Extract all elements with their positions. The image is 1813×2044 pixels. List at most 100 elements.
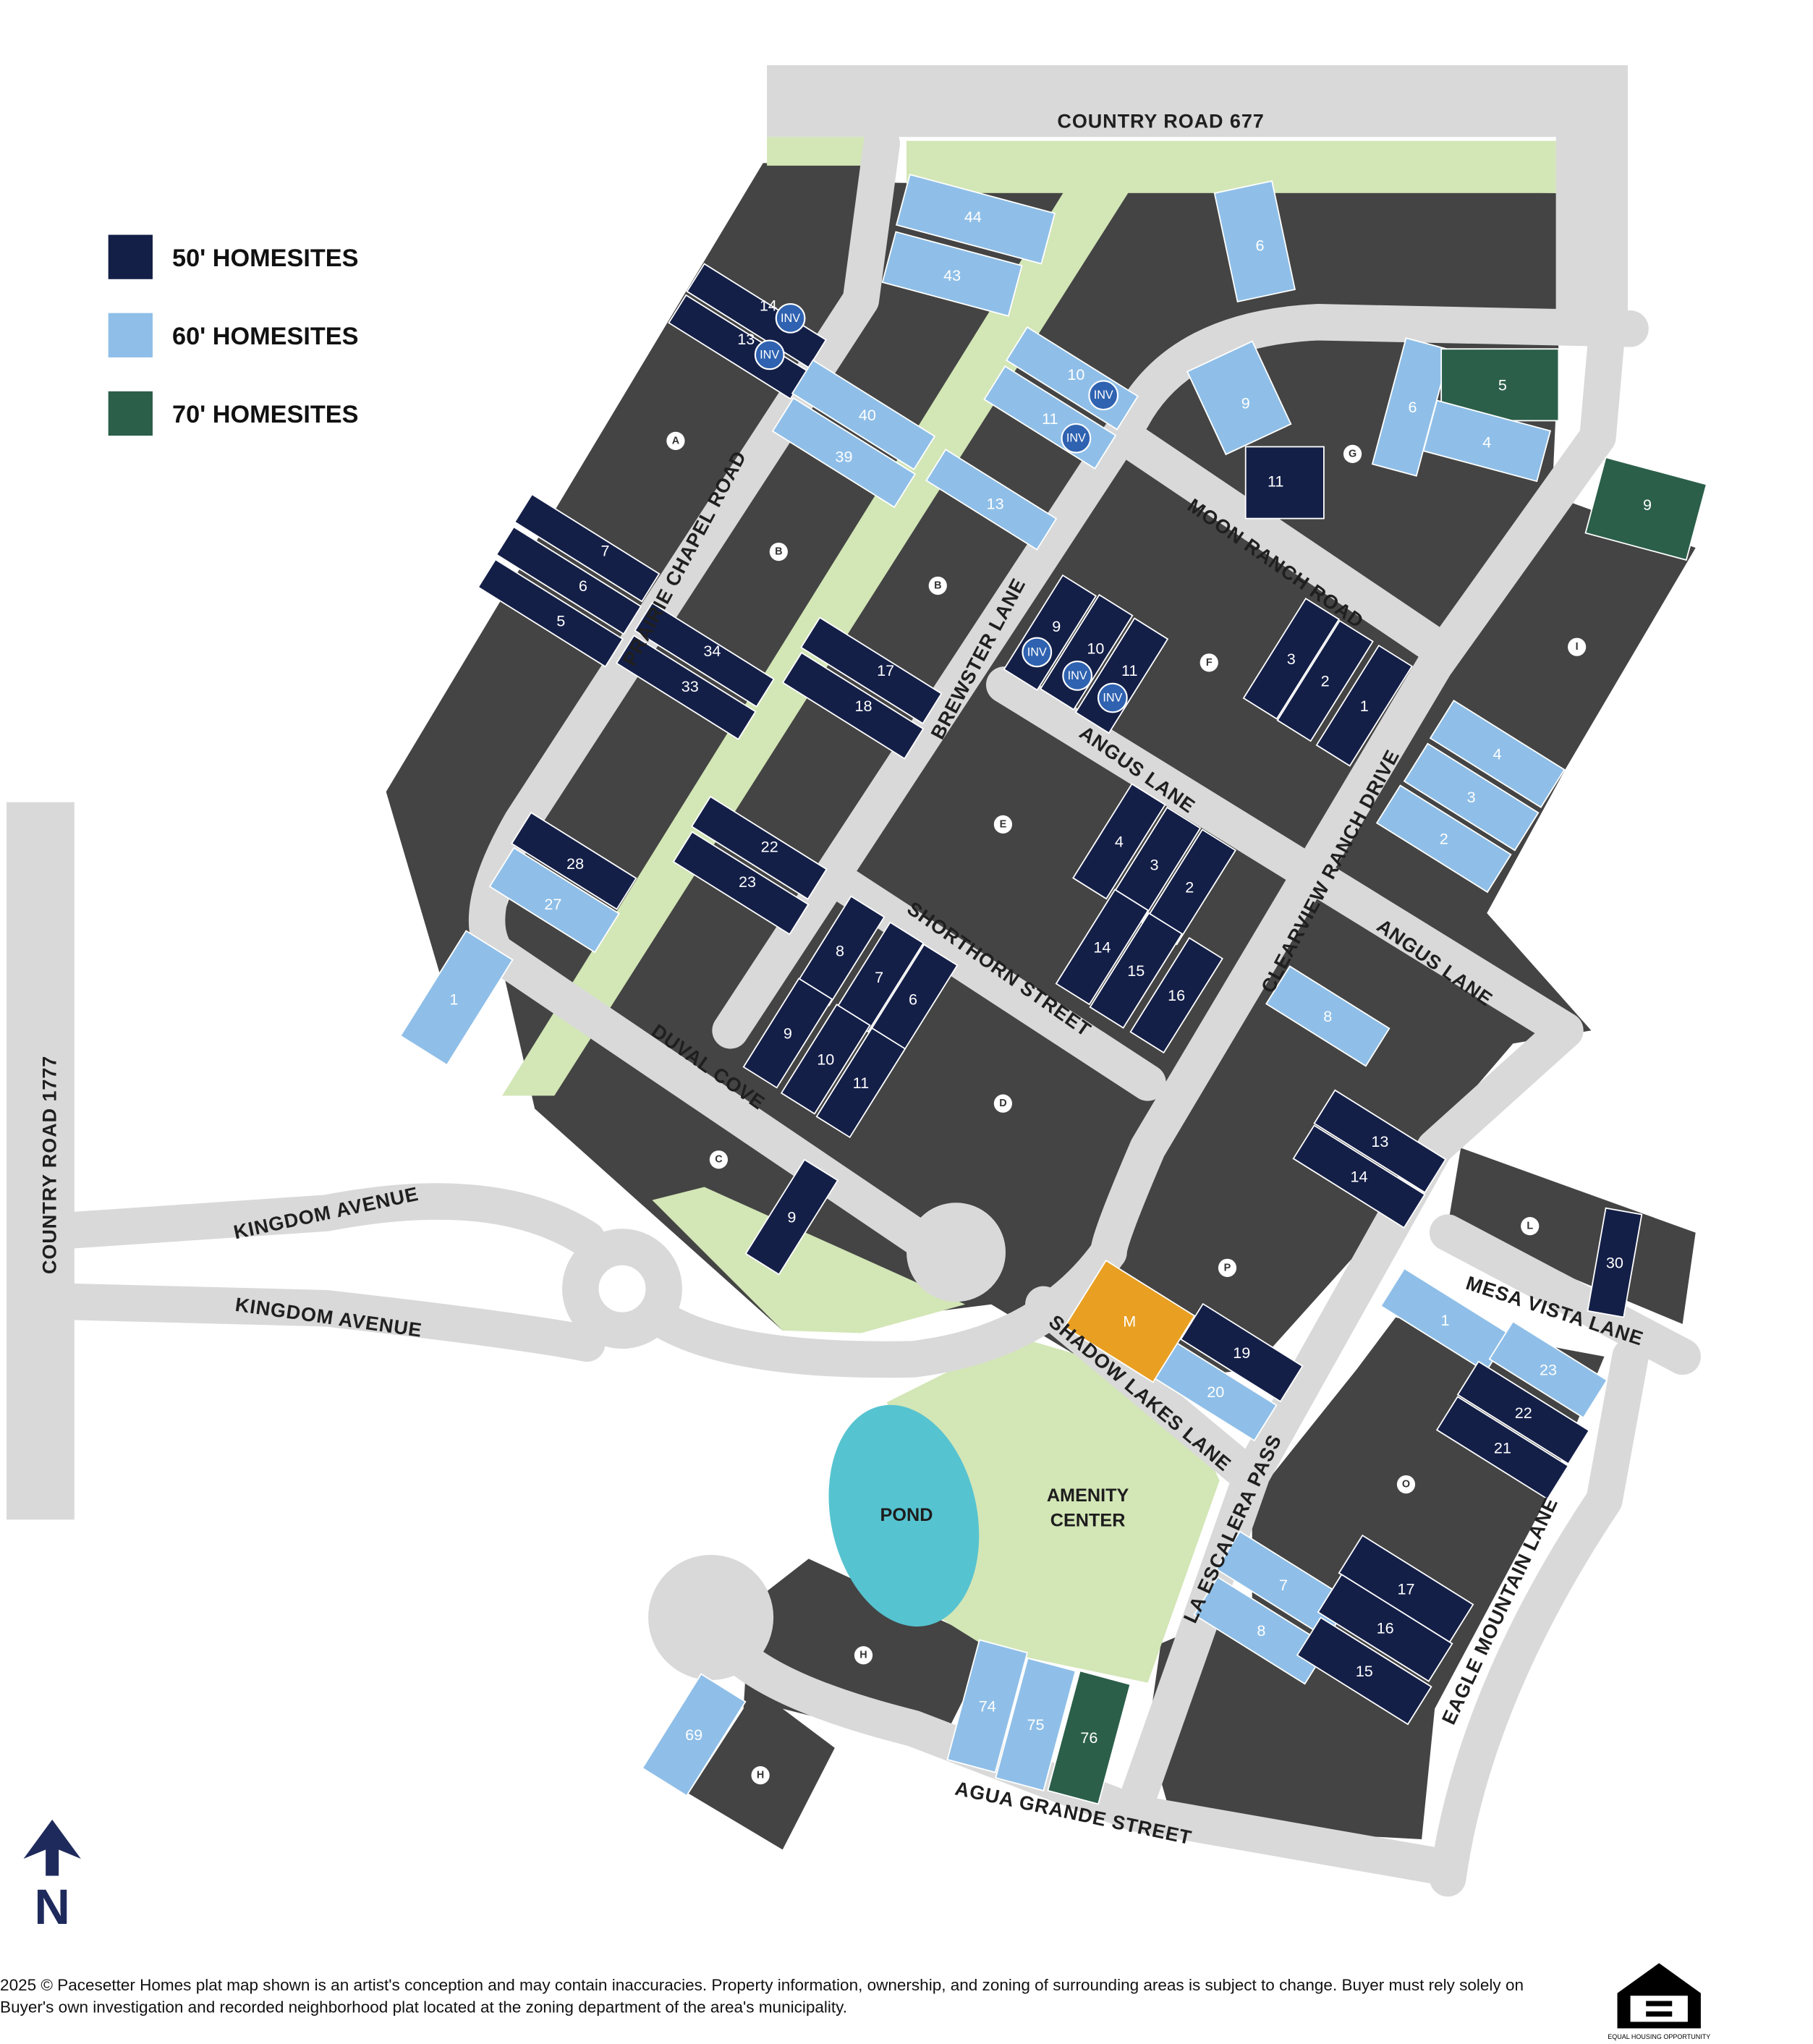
lot-shape[interactable] (1242, 598, 1340, 720)
inventory-badge[interactable]: INV (754, 339, 785, 370)
lot-15[interactable]: 15 (1089, 912, 1184, 1029)
lot-11[interactable]: 11 (815, 1027, 906, 1139)
lot-76[interactable]: 76 (1047, 1670, 1131, 1805)
lot-shape[interactable] (1313, 1089, 1447, 1194)
lot-6[interactable]: 6 (867, 943, 959, 1055)
lot-shape[interactable] (1456, 1360, 1590, 1465)
lot-21[interactable]: 21 (1435, 1396, 1569, 1501)
lot-34[interactable]: 34 (634, 602, 775, 708)
lot-shape[interactable] (895, 174, 1056, 265)
lot-4[interactable]: 4 (1072, 783, 1166, 900)
lot-shape[interactable] (925, 449, 1058, 551)
lot-40[interactable]: 40 (791, 359, 936, 471)
lot-2[interactable]: 2 (1375, 784, 1512, 894)
lot-11[interactable]: 11 (1244, 446, 1325, 520)
lot-22[interactable]: 22 (1456, 1360, 1590, 1465)
lot-shape[interactable] (1422, 399, 1552, 483)
lot-M[interactable]: M (1063, 1259, 1196, 1383)
lot-shape[interactable] (495, 525, 642, 635)
lot-2[interactable]: 2 (1276, 619, 1374, 742)
lot-3[interactable]: 3 (1242, 598, 1340, 720)
lot-shape[interactable] (1129, 936, 1223, 1054)
lot-shape[interactable] (672, 831, 810, 936)
lot-shape[interactable] (1074, 617, 1169, 734)
lot-shape[interactable] (511, 811, 637, 910)
lot-74[interactable]: 74 (946, 1639, 1029, 1773)
lot-43[interactable]: 43 (881, 231, 1023, 317)
lot-shape[interactable] (634, 602, 775, 708)
lot-7[interactable]: 7 (514, 493, 661, 603)
lot-4[interactable]: 4 (1422, 399, 1552, 483)
lot-10[interactable]: 10 (780, 1004, 871, 1115)
lot-shape[interactable] (815, 1027, 906, 1139)
inventory-badge[interactable]: INV (1061, 423, 1092, 454)
lot-shape[interactable] (744, 1158, 839, 1276)
lot-shape[interactable] (1072, 783, 1166, 900)
lot-9[interactable]: 9 (744, 1158, 839, 1276)
lot-14[interactable]: 14 (1055, 889, 1150, 1006)
lot-16[interactable]: 16 (1129, 936, 1223, 1054)
lot-shape[interactable] (477, 559, 624, 668)
lot-9[interactable]: 9 (1584, 457, 1707, 561)
lot-17[interactable]: 17 (1338, 1534, 1474, 1643)
lot-shape[interactable] (1584, 457, 1707, 561)
lot-shape[interactable] (1403, 742, 1540, 852)
lot-28[interactable]: 28 (511, 811, 637, 910)
lot-shape[interactable] (488, 847, 620, 954)
lot-44[interactable]: 44 (895, 174, 1056, 265)
lot-shape[interactable] (1179, 1302, 1304, 1403)
lot-13[interactable]: 13 (925, 449, 1058, 551)
lot-shape[interactable] (616, 635, 757, 740)
lot-shape[interactable] (881, 231, 1023, 317)
lot-shape[interactable] (1089, 912, 1184, 1029)
lot-shape[interactable] (1265, 965, 1390, 1067)
lot-shape[interactable] (946, 1639, 1029, 1773)
inventory-badge[interactable]: INV (1062, 660, 1093, 691)
lot-shape[interactable] (742, 978, 833, 1089)
lot-shape[interactable] (1375, 784, 1512, 894)
lot-shape[interactable] (1315, 644, 1413, 767)
lot-shape[interactable] (1276, 619, 1374, 742)
lot-shape[interactable] (1244, 446, 1325, 520)
lot-shape[interactable] (1047, 1670, 1131, 1805)
inventory-badge[interactable]: INV (1088, 380, 1119, 411)
lot-shape[interactable] (1317, 1573, 1453, 1682)
lot-22[interactable]: 22 (690, 795, 828, 900)
lot-19[interactable]: 19 (1179, 1302, 1304, 1403)
lot-7[interactable]: 7 (1215, 1530, 1351, 1640)
lot-shape[interactable] (1063, 1259, 1196, 1383)
lot-9[interactable]: 9 (742, 978, 833, 1089)
lot-shape[interactable] (686, 263, 827, 369)
lot-shape[interactable] (771, 396, 917, 509)
lot-1[interactable]: 1 (1315, 644, 1413, 767)
lot-15[interactable]: 15 (1296, 1616, 1432, 1726)
lot-18[interactable]: 18 (781, 651, 925, 760)
lot-shape[interactable] (1186, 340, 1292, 456)
lot-shape[interactable] (1055, 889, 1150, 1006)
lot-shape[interactable] (1213, 180, 1296, 302)
lot-17[interactable]: 17 (800, 616, 943, 725)
lot-6[interactable]: 6 (1213, 180, 1296, 302)
lot-shape[interactable] (791, 359, 936, 471)
lot-shape[interactable] (399, 930, 514, 1066)
lot-6[interactable]: 6 (495, 525, 642, 635)
lot-23[interactable]: 23 (1488, 1320, 1608, 1419)
lot-4[interactable]: 4 (1429, 700, 1566, 809)
lot-shape[interactable] (1488, 1320, 1608, 1419)
lot-1[interactable]: 1 (399, 930, 514, 1066)
lot-75[interactable]: 75 (995, 1657, 1077, 1791)
lot-1[interactable]: 1 (1380, 1267, 1511, 1373)
lot-shape[interactable] (1296, 1616, 1432, 1726)
lot-shape[interactable] (690, 795, 828, 900)
lot-8[interactable]: 8 (1265, 965, 1390, 1067)
lot-39[interactable]: 39 (771, 396, 917, 509)
lot-shape[interactable] (1435, 1396, 1569, 1501)
lot-5[interactable]: 5 (477, 559, 624, 668)
lot-shape[interactable] (800, 616, 943, 725)
inventory-badge[interactable]: INV (1097, 682, 1128, 713)
lot-shape[interactable] (781, 651, 925, 760)
lot-shape[interactable] (1292, 1124, 1426, 1229)
lot-3[interactable]: 3 (1403, 742, 1540, 852)
